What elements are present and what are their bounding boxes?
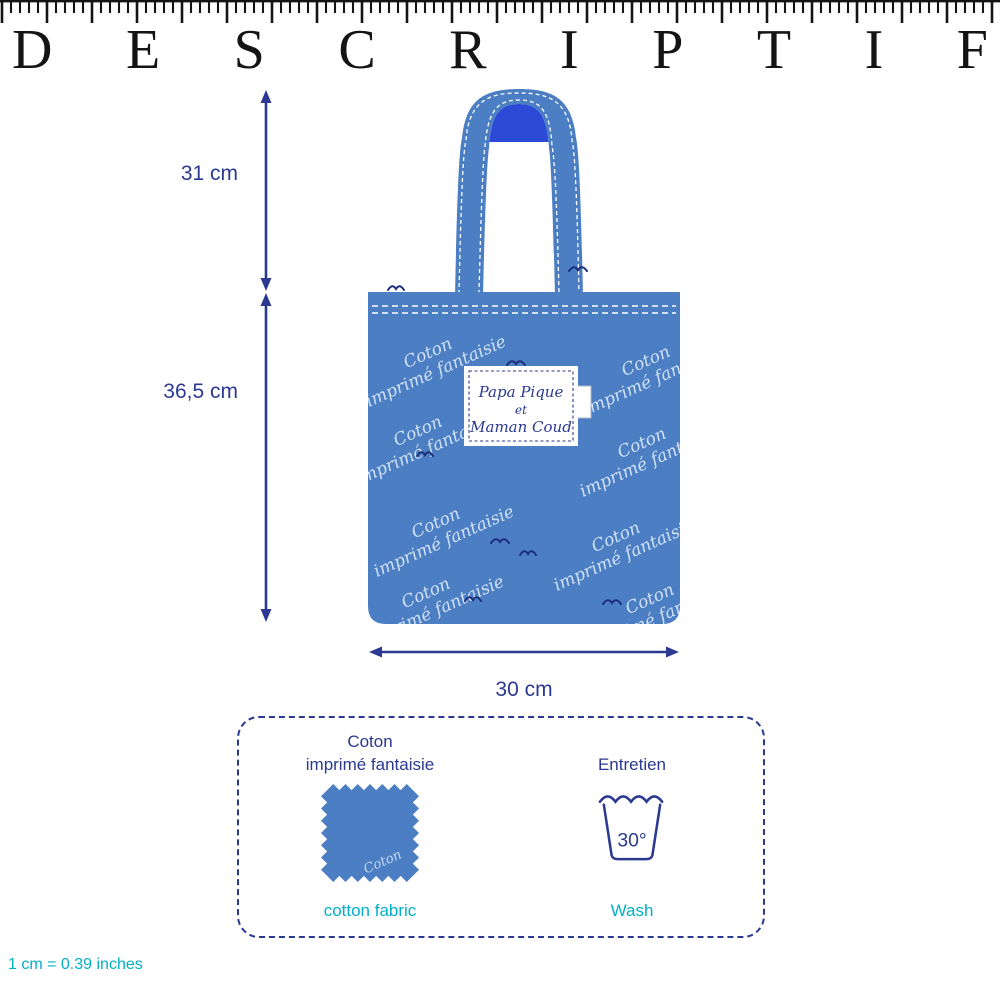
brand-label: Papa Pique et Maman Coud [464, 366, 592, 446]
wash-temperature: 30° [617, 829, 646, 851]
page-title: D E S C R I P T I F [0, 22, 1000, 78]
care-column: Entretien 30° Wash [501, 718, 763, 936]
bag-diagram: 31 cm 36,5 cm 30 cm [163, 89, 680, 701]
bird-icon [506, 360, 526, 366]
ruler [0, 0, 1000, 24]
swatch-zigzag-shape [321, 784, 419, 882]
title-letter: I [560, 19, 579, 81]
stitch-line [478, 99, 560, 295]
title-letter: S [233, 19, 265, 81]
title-letter: C [338, 19, 376, 81]
bird-icon [387, 285, 405, 291]
care-title: Entretien [597, 755, 667, 774]
fabric-title-line2: imprimé fantaisie [305, 755, 435, 774]
fabric-title-line1: Coton [347, 732, 393, 751]
bird-icon [568, 266, 588, 272]
bag-handle [455, 89, 583, 296]
label-patch [464, 366, 578, 446]
bird-icon [519, 550, 537, 556]
dimension-label-handle-height: 31 cm [181, 162, 238, 185]
label-text-line2: et [515, 403, 527, 417]
label-text-line1: Papa Pique [478, 383, 564, 401]
label-text-line3: Maman Coud [469, 418, 572, 436]
unit-conversion-note: 1 cm = 0.39 inches [8, 956, 143, 973]
title-letter: D [12, 19, 53, 81]
title-letter: E [125, 19, 161, 81]
care-caption: Wash [610, 901, 654, 920]
fabric-swatch-icon: Coton [321, 784, 419, 882]
title-letter: F [956, 19, 988, 81]
dimension-arrow-handle-height [260, 90, 272, 291]
tote-bag: Coton imprimé fantaisie Coton imprimé fa… [368, 89, 680, 624]
title-letter: T [756, 19, 792, 81]
title-letter: R [449, 19, 487, 81]
label-stitch-border [468, 370, 574, 442]
wash-water-line [598, 795, 664, 804]
bird-icon [602, 599, 622, 605]
bird-icon [416, 451, 434, 457]
fabric-column: Coton imprimé fantaisie Coton cotton fab… [239, 718, 501, 936]
title-letter: I [864, 19, 884, 81]
bird-icon [464, 596, 482, 602]
dimension-label-body-height: 36,5 cm [163, 380, 238, 403]
fabric-title: Coton imprimé fantaisie [306, 730, 435, 776]
wash-icon: 30° [598, 795, 664, 861]
bird-icon [490, 538, 510, 544]
fabric-caption: cotton fabric [323, 901, 417, 920]
title-letter: P [652, 19, 684, 81]
dimension-arrow-body-height [260, 293, 272, 622]
dimension-arrow-width [369, 646, 679, 658]
care-info-box: Coton imprimé fantaisie Coton cotton fab… [237, 716, 765, 938]
dimension-label-width: 30 cm [495, 678, 552, 701]
bag-body [368, 292, 680, 624]
wash-tub-outline [602, 803, 662, 861]
ruler-ticks [0, 0, 1000, 24]
